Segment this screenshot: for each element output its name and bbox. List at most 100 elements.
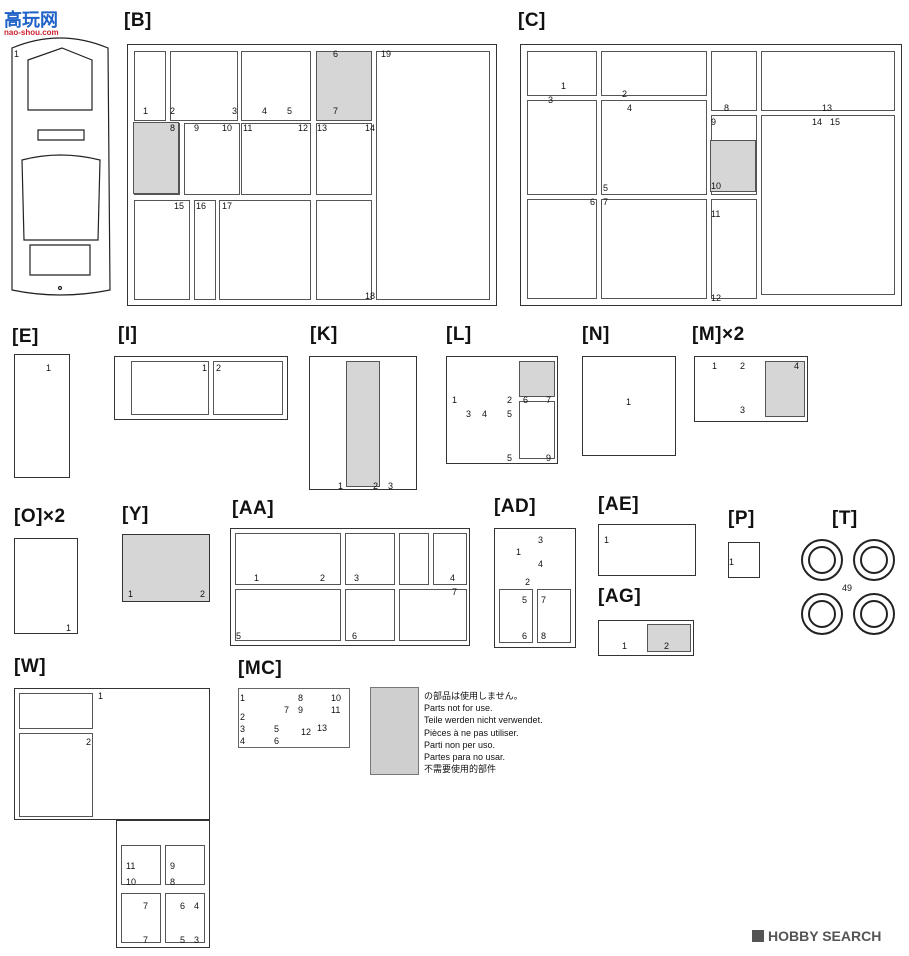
frame-c-cell	[711, 51, 757, 111]
frame-aa-cell	[399, 589, 467, 641]
frame-p-label: [P]	[728, 508, 755, 529]
part-number: 1	[729, 557, 735, 567]
part-number: 2	[664, 641, 670, 651]
part-number: 10	[331, 693, 342, 703]
frame-aa-cell	[235, 589, 341, 641]
part-number: 1	[254, 573, 260, 583]
frame-b-cell	[170, 51, 238, 121]
part-number: 4	[450, 573, 456, 583]
part-number: 12	[298, 123, 309, 133]
part-number: 2	[622, 89, 628, 99]
frame-c-cell	[761, 115, 895, 295]
body-part-number: 1	[14, 49, 20, 59]
part-number: 1	[452, 395, 458, 405]
legend-line-it: Parti non per uso.	[424, 739, 496, 750]
part-number: 10	[222, 123, 233, 133]
part-number: 15	[830, 117, 841, 127]
part-number: 4	[240, 736, 246, 746]
part-number: 3	[740, 405, 746, 415]
frame-c-cell	[527, 100, 597, 195]
part-number: 1	[202, 363, 208, 373]
frame-b-cell-unused	[316, 51, 372, 121]
frame-c-cell	[601, 51, 707, 96]
frame-w	[14, 688, 210, 820]
part-number: 5	[522, 595, 528, 605]
frame-mc	[238, 688, 350, 748]
part-number: 6	[333, 49, 339, 59]
frame-w-lower	[116, 820, 210, 948]
part-number: 15	[174, 201, 185, 211]
part-number: 3	[388, 481, 394, 491]
part-number: 17	[222, 201, 233, 211]
frame-c-cell	[601, 199, 707, 299]
part-number: 5	[180, 935, 186, 945]
frame-aa-cell	[345, 589, 395, 641]
frame-l	[446, 356, 558, 464]
part-number: 14	[365, 123, 376, 133]
part-number: 2	[507, 395, 513, 405]
part-number: 7	[603, 197, 609, 207]
legend-line-ja: の部品は使用しません。	[424, 691, 523, 701]
part-number: 2	[200, 589, 206, 599]
part-number: 2	[86, 737, 92, 747]
frame-i-label: [I]	[118, 324, 138, 345]
unused-parts-swatch	[370, 687, 419, 775]
frame-y-label: [Y]	[122, 504, 149, 525]
frame-i-cell	[131, 361, 209, 415]
frame-b-cell	[316, 123, 372, 195]
frame-i	[114, 356, 288, 420]
part-number: 4	[262, 106, 268, 116]
part-number: 1	[561, 81, 567, 91]
frame-k-cell-unused	[346, 361, 380, 487]
frame-c-unused-10	[710, 140, 756, 192]
frame-aa-cell	[235, 533, 341, 585]
part-number: 7	[143, 901, 149, 911]
part-number: 6	[352, 631, 358, 641]
frame-p	[728, 542, 760, 578]
frame-w-cell	[165, 893, 205, 943]
part-number: 2	[740, 361, 746, 371]
part-number: 18	[365, 291, 376, 301]
part-number: 2	[170, 106, 176, 116]
frame-m	[694, 356, 808, 422]
part-number: 7	[541, 595, 547, 605]
part-number: 1	[66, 623, 72, 633]
part-number: 11	[331, 705, 341, 715]
part-number: 3	[466, 409, 472, 419]
part-number: 6	[523, 395, 529, 405]
frame-aa-cell	[345, 533, 395, 585]
frame-b-unused-8	[133, 122, 179, 194]
part-number: 10	[711, 181, 722, 191]
frame-i-cell	[213, 361, 283, 415]
part-number: 7	[452, 587, 458, 597]
frame-aa	[230, 528, 470, 646]
frame-l-cell-unused	[519, 361, 555, 397]
part-number: 8	[298, 693, 304, 703]
part-number: 5	[507, 453, 513, 463]
part-number: 1	[98, 691, 104, 701]
legend-line-en: Parts not for use.	[424, 703, 493, 714]
frame-k	[309, 356, 417, 490]
part-number: 5	[236, 631, 242, 641]
frame-b-cell	[219, 200, 311, 300]
frame-c-cell	[527, 51, 597, 96]
part-number: 16	[196, 201, 207, 211]
part-number: 8	[541, 631, 547, 641]
frame-ad-label: [AD]	[494, 496, 537, 517]
frame-c-cell	[711, 199, 757, 299]
part-number: 6	[180, 901, 186, 911]
frame-e	[14, 354, 70, 478]
part-number: 1	[712, 361, 718, 371]
part-number: 7	[546, 395, 552, 405]
part-number: 13	[317, 723, 328, 733]
frame-w-cell	[121, 893, 161, 943]
part-number: 2	[525, 577, 531, 587]
frame-c-cell	[761, 51, 895, 111]
frame-c-cell	[527, 199, 597, 299]
frame-b-cell-chassis	[376, 51, 490, 300]
frame-aa-label: [AA]	[232, 498, 275, 519]
watermark-url: nao-shou.com	[4, 28, 59, 37]
frame-c-cell	[601, 100, 707, 195]
frame-ad-cell	[499, 589, 533, 643]
